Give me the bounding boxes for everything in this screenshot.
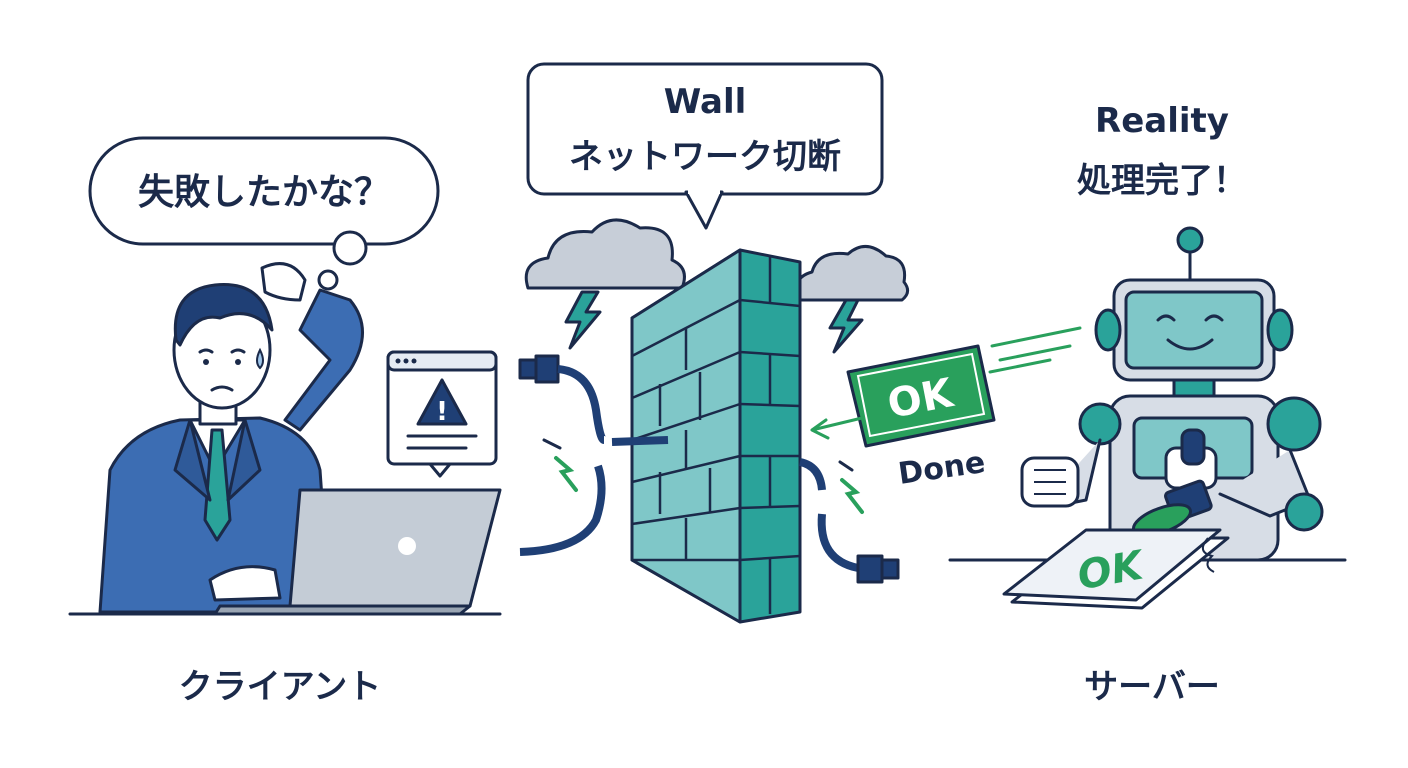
spark-icon (840, 478, 864, 514)
client-person (98, 262, 364, 614)
lightning-icon (564, 290, 602, 350)
spark-icon (838, 460, 854, 472)
client-laptop (213, 488, 502, 616)
robot (1020, 226, 1324, 562)
spark-icon (542, 438, 562, 450)
stamped-paper: OK (1002, 528, 1230, 610)
warning-icon: ! (416, 378, 468, 427)
ok-ticket: OK Done (846, 344, 996, 492)
client-label: クライアント (179, 667, 382, 707)
cloud-left (524, 218, 686, 290)
wall-bubble-text: ネットワーク切断 (569, 137, 841, 177)
lightning-icon (828, 298, 864, 354)
warning-symbol: ! (436, 397, 448, 427)
cloud-right (795, 245, 909, 302)
motion-lines (988, 326, 1082, 374)
arrow-to-wall (810, 416, 863, 440)
client-thought-bubble: 失敗したかな？ (88, 136, 440, 291)
brick-wall (630, 248, 802, 624)
network-cable-right (798, 458, 900, 584)
wall-speech-bubble: Wall ネットワーク切断 (526, 62, 884, 230)
server-title: Reality (1095, 101, 1229, 141)
spark-icon (554, 456, 578, 492)
server-label: サーバー (1084, 667, 1220, 707)
wall-bubble-title: Wall (664, 82, 747, 122)
client-error-popup: ! (386, 350, 498, 478)
client-thought-text: 失敗したかな？ (138, 172, 390, 213)
rubber-stamp (1132, 428, 1213, 537)
ok-ticket-caption: Done (896, 445, 987, 492)
server-status-text: 処理完了！ (1077, 161, 1247, 201)
network-cable-left (518, 354, 669, 556)
